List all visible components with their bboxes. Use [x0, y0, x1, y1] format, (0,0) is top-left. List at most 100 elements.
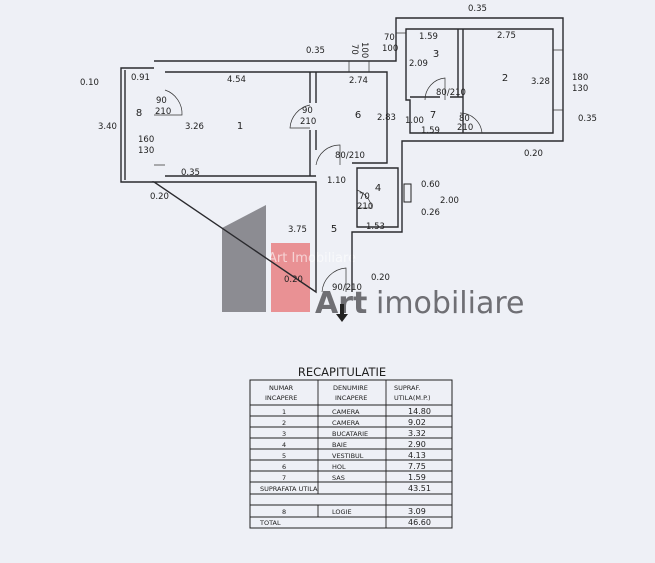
room-number-8: 8: [136, 108, 142, 119]
dim-sas-width: 1.59: [421, 126, 440, 136]
summary-table: NUMAR INCAPERE DENUMIRE INCAPERE SUPRAF.…: [249, 379, 453, 529]
row-area: 9.02: [408, 418, 426, 427]
door-bath-height: 210: [357, 202, 373, 212]
dim-room1-width: 4.54: [227, 75, 246, 85]
dim-hall-width: 1.10: [327, 176, 346, 186]
row-name: SAS: [332, 474, 345, 482]
room-number-6: 6: [355, 110, 361, 121]
row-number: 2: [282, 419, 286, 427]
window-room2-width: 180: [572, 73, 588, 83]
door-kitchen-width: 80: [436, 88, 447, 98]
header-denumire: DENUMIRE: [333, 384, 368, 392]
total-label: TOTAL: [259, 519, 281, 527]
row-number: 4: [282, 441, 286, 449]
dim-duct-a: 0.60: [421, 180, 440, 190]
entrance-arrow-icon: [336, 304, 348, 322]
table-summary-rows: SUPRAFATA UTILA 43.51 8 LOGIE 3.09 TOTAL…: [259, 484, 431, 527]
row-name: CAMERA: [332, 408, 360, 416]
dim-room2-width: 2.75: [497, 31, 516, 41]
door-bath-width: 70: [359, 192, 370, 202]
door-room1-height: 210: [300, 117, 316, 127]
dim-sas-height: 1.00: [405, 116, 424, 126]
door-arcs: [164, 77, 483, 293]
dim-bath-height: 2.00: [440, 196, 459, 206]
row-number: 7: [282, 474, 286, 482]
header-numar: NUMAR: [269, 384, 294, 392]
door-kitchen-height: 210: [450, 88, 466, 98]
row-number: 1: [282, 408, 286, 416]
door-loggia-height: 210: [155, 107, 171, 117]
row-name: BAIE: [332, 441, 347, 449]
room-numbers: 1 2 3 4 5 6 7 8: [136, 49, 508, 235]
dim-room1-bottom-wall: 0.35: [181, 168, 200, 178]
header-supraf: SUPRAF.: [394, 384, 420, 392]
row-number: 5: [282, 452, 286, 460]
dim-loggia-height: 3.40: [98, 122, 117, 132]
dim-room6-height: 2.83: [377, 113, 396, 123]
dim-room6-width: 2.74: [349, 76, 368, 86]
dim-top-wall: 0.35: [306, 46, 325, 56]
door-room2-height: 210: [457, 123, 473, 133]
door-hall-width: 80: [335, 151, 346, 161]
dim-room3-height: 2.09: [409, 59, 428, 69]
door-entry-height: 210: [346, 283, 362, 293]
subtotal-label: SUPRAFATA UTILA: [260, 485, 318, 493]
dim-bottom-right-wall: 0.20: [524, 149, 543, 159]
dim-bottom-left-wall: 0.20: [150, 192, 169, 202]
dim-room1-height: 3.26: [185, 122, 204, 132]
header-utila: UTILA(M.P.): [394, 394, 431, 402]
row-number: 6: [282, 463, 286, 471]
window-room2-height: 130: [572, 84, 588, 94]
window-kitchen-height: 100: [382, 44, 398, 54]
row-area: 14.80: [408, 407, 431, 416]
walls: [120, 17, 564, 294]
watermark-gray-shape: [222, 205, 266, 312]
door-room1-width: 90: [302, 106, 313, 116]
dim-entry-wall-right: 0.20: [371, 273, 390, 283]
row-area: 2.90: [408, 440, 426, 449]
dim-room3-width: 1.59: [419, 32, 438, 42]
row-area: 3.32: [408, 429, 426, 438]
room-number-4: 4: [375, 183, 381, 194]
logia-name: LOGIE: [332, 508, 352, 516]
header-numar-incapere: INCAPERE: [265, 394, 297, 402]
row-name: CAMERA: [332, 419, 360, 427]
window-loggia-width: 160: [138, 135, 154, 145]
window-loggia-height: 130: [138, 146, 154, 156]
row-name: HOL: [332, 463, 346, 471]
total-area: 46.60: [408, 518, 431, 527]
dim-right-wall: 0.35: [578, 114, 597, 124]
row-number: 3: [282, 430, 286, 438]
room-number-5: 5: [331, 224, 337, 235]
room-number-2: 2: [502, 73, 508, 84]
table-title: RECAPITULATIE: [298, 365, 386, 379]
window-top-width: 70: [349, 44, 359, 55]
door-entry-width: 90: [332, 283, 343, 293]
dim-loggia-width: 0.91: [131, 73, 150, 83]
row-area: 4.13: [408, 451, 426, 460]
dim-bath-width: 1.53: [366, 222, 385, 232]
header-denumire-incapere: INCAPERE: [335, 394, 367, 402]
dim-hall-height: 3.75: [288, 225, 307, 235]
dim-room2-height: 3.28: [531, 77, 550, 87]
door-entry-label: 90/210: [332, 283, 362, 293]
door-hall-height: 210: [349, 151, 365, 161]
logia-nr: 8: [282, 508, 286, 516]
logia-area: 3.09: [408, 507, 426, 516]
row-name: VESTIBUL: [332, 452, 364, 460]
door-room2-width: 80: [459, 114, 470, 124]
dim-duct-b: 0.26: [421, 208, 440, 218]
ventilation-duct: [403, 183, 412, 203]
door-kitchen-label: 80/210: [436, 88, 466, 98]
opening-labels: 70 100 70 100 180 130 160 130 90 210 90 …: [138, 33, 588, 293]
door-hall-label: 80/210: [335, 151, 365, 161]
watermark-red-shape: [271, 243, 310, 312]
room-number-7: 7: [430, 110, 436, 121]
subtotal-area: 43.51: [408, 484, 431, 493]
watermark-small-text: Art Imobiliare: [268, 251, 356, 266]
row-name: BUCATARIE: [332, 430, 368, 438]
row-area: 7.75: [408, 462, 426, 471]
dim-entry-wall-left: 0.20: [284, 275, 303, 285]
